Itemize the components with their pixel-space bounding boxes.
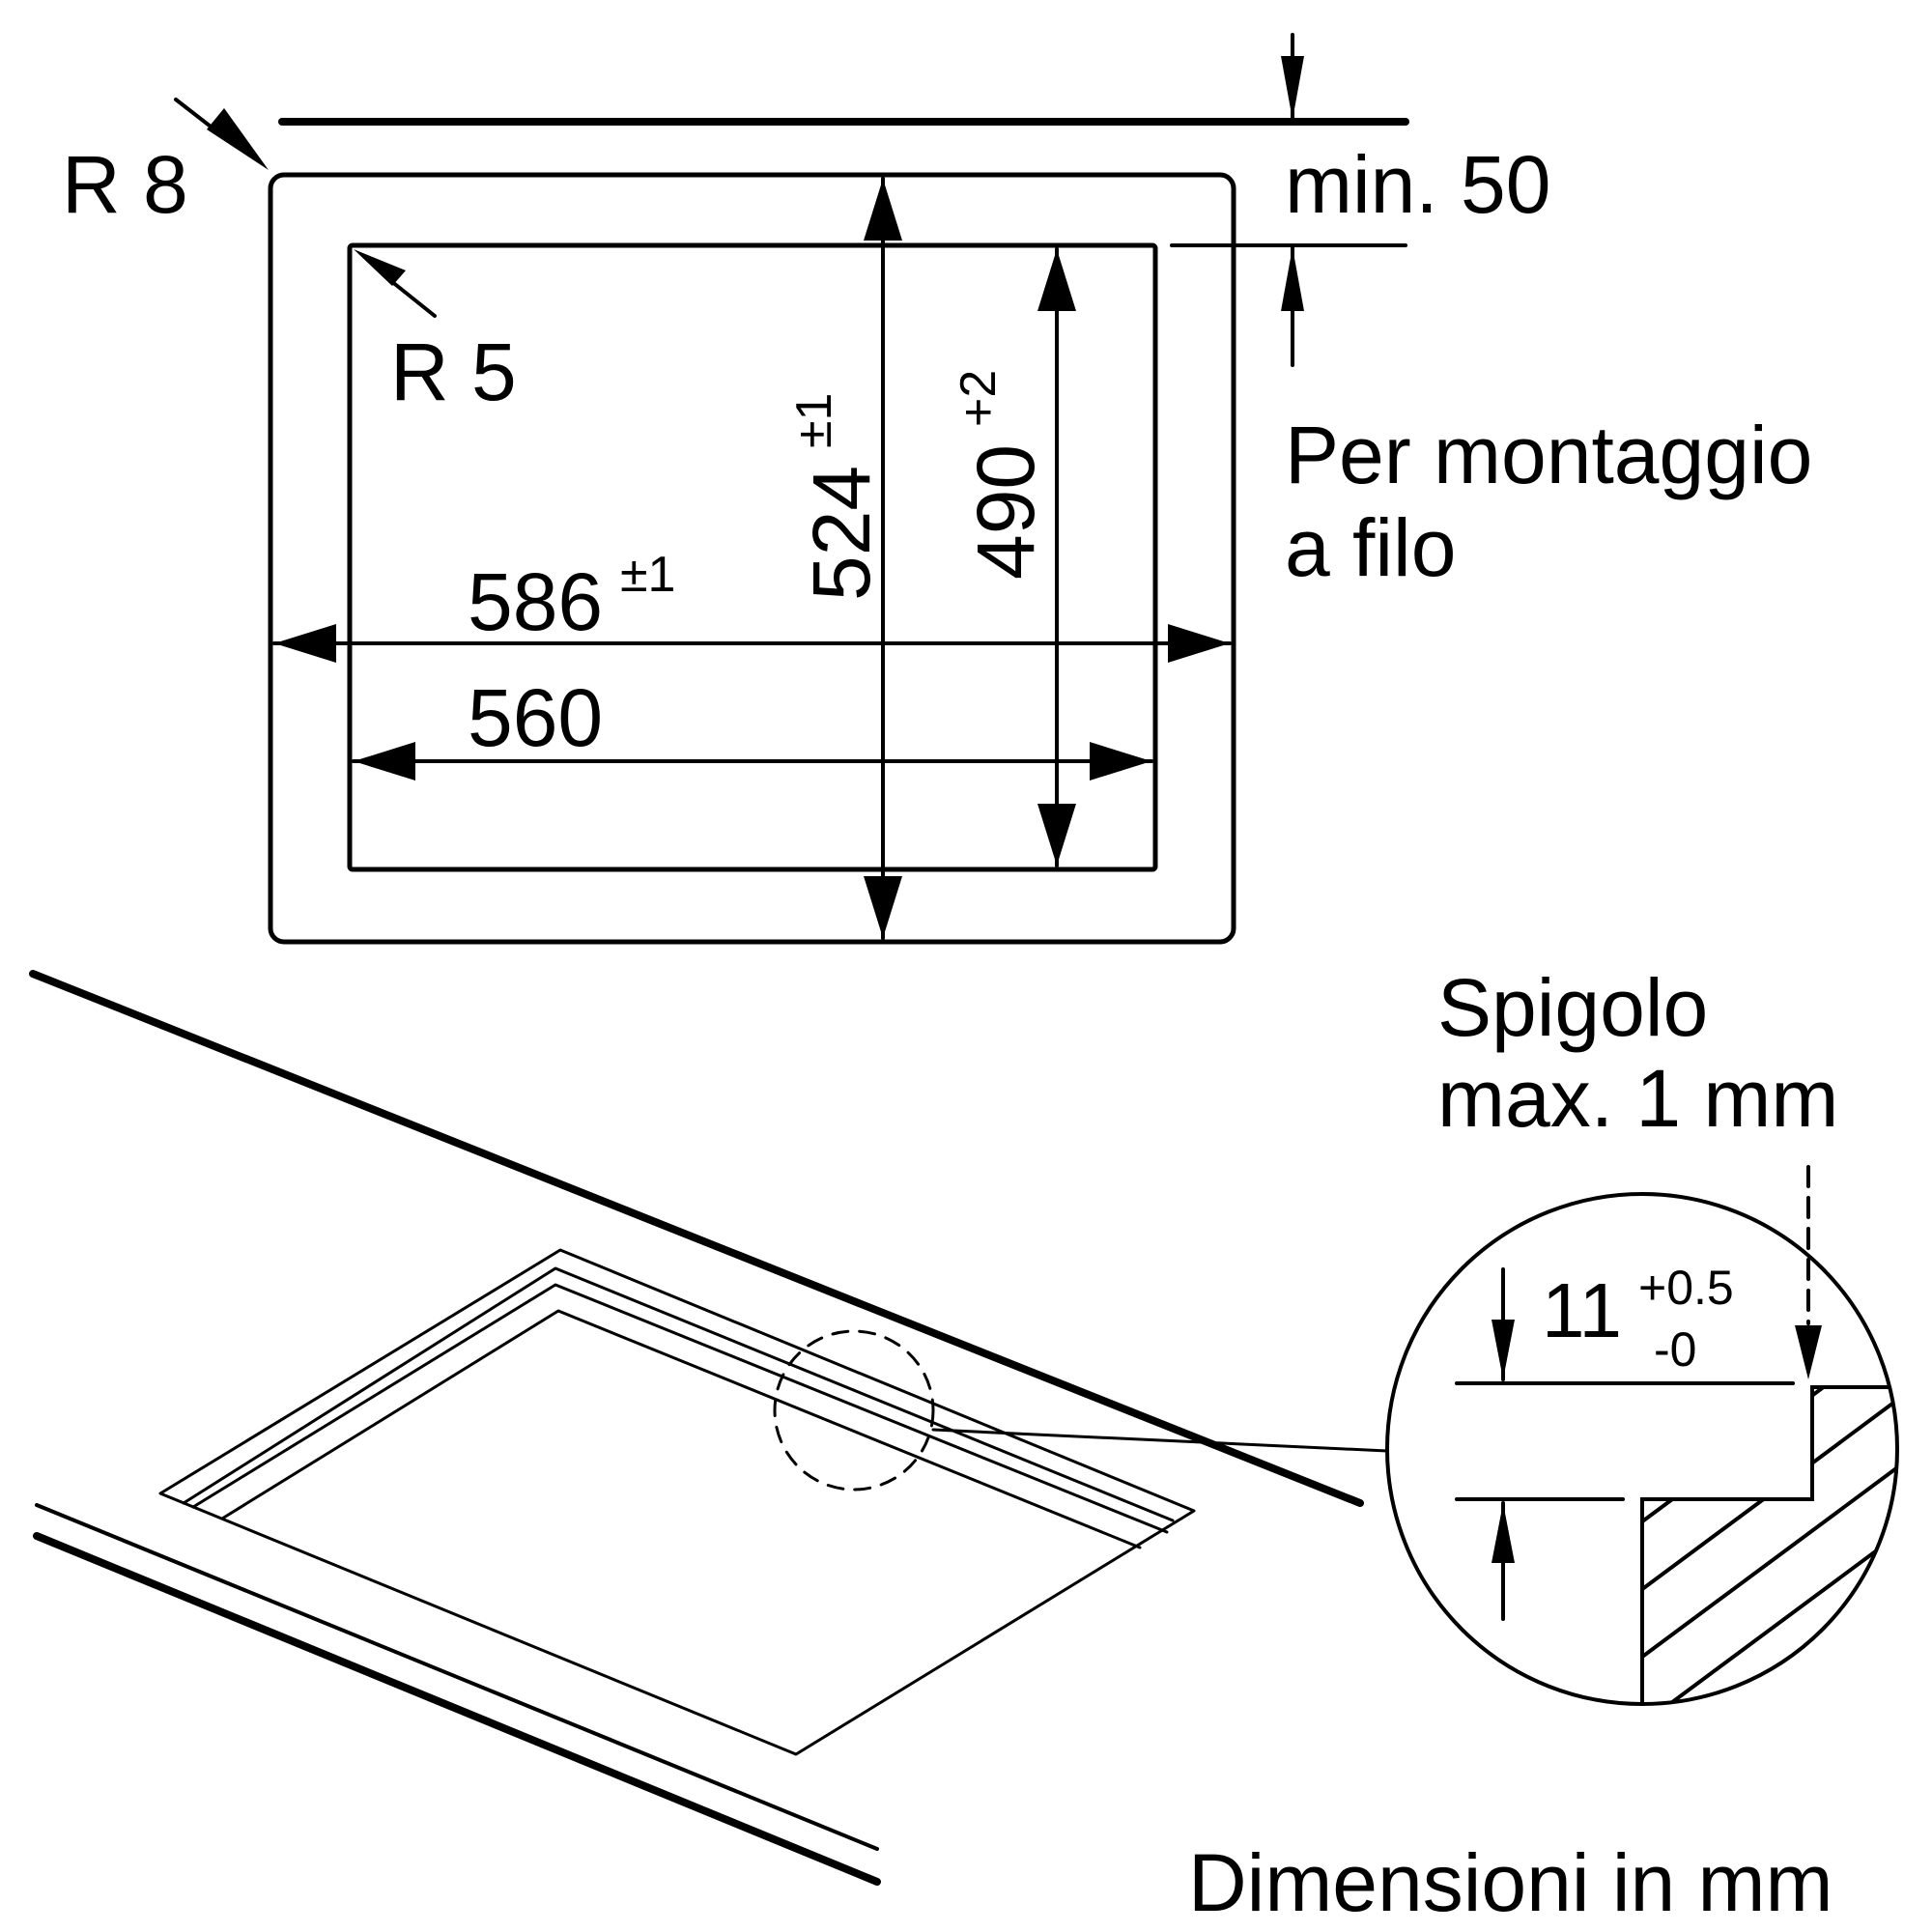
dim-560-value: 560	[468, 672, 603, 763]
r5-label: R 5	[390, 327, 517, 417]
min50-bottom-arrowhead	[1281, 247, 1304, 311]
rebate-depth-value: 11	[1542, 1267, 1622, 1353]
outer-cutout-outline	[268, 172, 1236, 945]
dim-560-right-arrowhead	[1090, 742, 1151, 781]
edge-pointer-arrowhead	[1795, 1325, 1822, 1379]
rebate-tolerance-minus: -0	[1654, 1322, 1696, 1377]
worktop-front-edge-bottom	[33, 1532, 881, 1886]
flush-mount-line1: Per montaggio	[1285, 410, 1812, 500]
dim-586-left-arrowhead	[274, 624, 336, 663]
dim-524-value: 524	[796, 466, 887, 601]
worktop-back-edge	[29, 970, 1364, 1507]
units-note: Dimensioni in mm	[1188, 1837, 1833, 1928]
dim-490-value: 490	[960, 444, 1051, 580]
iso-cutout-outer	[158, 1248, 1196, 1756]
rebate-tolerance-plus: +0.5	[1638, 1261, 1734, 1315]
inner-cutout-outline	[347, 242, 1158, 872]
dim-560-left-arrowhead	[354, 742, 415, 781]
worktop-front-edge-top	[35, 1503, 879, 1851]
min50-top-arrowhead	[1281, 56, 1304, 120]
dim-524-bottom-arrowhead	[864, 876, 902, 938]
detail-leader-line	[931, 1428, 1389, 1453]
dim-524-tolerance: ±1	[786, 393, 842, 448]
edge-label-line2: max. 1 mm	[1437, 1053, 1838, 1144]
r5-arrowhead	[354, 249, 406, 286]
dim-490-top-arrowhead	[1037, 249, 1076, 311]
dim-490-bottom-arrowhead	[1037, 804, 1076, 866]
dim-490-tolerance: +2	[951, 370, 1007, 427]
iso-rebate-line-1	[182, 1266, 1175, 1522]
dim-586-value: 586	[468, 556, 603, 647]
iso-rebate-line-2	[191, 1283, 1169, 1534]
dim-586-tolerance: ±1	[620, 547, 675, 603]
plan-view	[174, 33, 1409, 945]
rebate-dim-top-arrowhead	[1492, 1320, 1515, 1379]
flush-mount-line2: a filo	[1285, 502, 1456, 593]
r8-arrowhead	[207, 108, 269, 170]
dim-524-top-arrowhead	[864, 179, 902, 241]
r5-leader	[384, 275, 437, 318]
detail-callout-circle	[773, 1329, 935, 1492]
rebate-dim-bottom-arrowhead	[1492, 1503, 1515, 1563]
worktop-section-outline	[1640, 1385, 1897, 1704]
min50-label: min. 50	[1285, 139, 1550, 230]
dim-586-right-arrowhead	[1168, 624, 1230, 663]
edge-label-line1: Spigolo	[1437, 962, 1708, 1053]
isometric-view	[29, 970, 1389, 1886]
iso-rebate-line-3	[220, 1309, 1142, 1549]
r8-label: R 8	[62, 139, 188, 230]
